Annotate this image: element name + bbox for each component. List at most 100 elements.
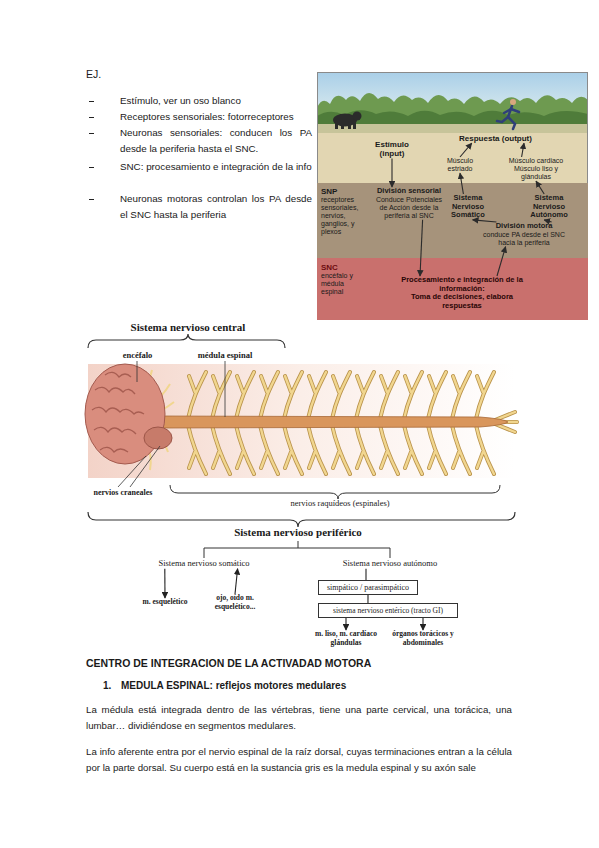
brain bbox=[85, 364, 165, 464]
node-heading: Músculo estriado bbox=[440, 157, 480, 173]
system-box: Sistema Nervioso Autónomo bbox=[525, 194, 573, 220]
connector-arrow bbox=[391, 158, 392, 187]
system-label: Sistema nervioso somático bbox=[148, 559, 260, 569]
target-label: m. esquelético bbox=[135, 598, 195, 607]
bullet-text: Estímulo, ver un oso blanco bbox=[120, 93, 312, 109]
node-heading: m. liso, m. cardíaco glándulas bbox=[306, 630, 386, 647]
section-heading: CENTRO DE INTEGRACION DE LA ACTIVADAD MO… bbox=[86, 657, 371, 670]
node-text: conduce PA desde el SNC hacia la perifer… bbox=[478, 231, 570, 247]
part-label: nervios craneales bbox=[84, 488, 162, 498]
body-paragraph: La info aferente entra por el nervio esp… bbox=[86, 744, 512, 776]
bear-leg bbox=[353, 122, 356, 129]
part-label: médula espinal bbox=[190, 350, 260, 360]
bullet-text: Neuronas motoras controlan los PA desde … bbox=[120, 191, 312, 223]
bullet-text: SNC: procesamiento e integración de la i… bbox=[120, 159, 312, 175]
part-label: encéfalo bbox=[110, 350, 165, 360]
node-heading: División motora bbox=[478, 222, 570, 231]
bear-leg bbox=[341, 123, 344, 129]
node-heading: sistema nervioso entérico (tracto GI) bbox=[319, 604, 457, 617]
pns-band: SNPreceptores sensoriales, nervios, gang… bbox=[317, 183, 588, 258]
subsystem-box: sistema nervioso entérico (tracto GI) bbox=[318, 603, 458, 618]
runner-figure bbox=[497, 106, 519, 129]
bullet-text: Neuronas sensoriales: conducen los PA de… bbox=[120, 125, 312, 157]
list-number: 1. bbox=[103, 680, 111, 692]
connector-arrow bbox=[345, 618, 346, 630]
runner-head bbox=[510, 99, 516, 105]
bullet-dash bbox=[89, 117, 94, 118]
node-text: Conduce Potenciales de Acción desde la p… bbox=[375, 196, 443, 220]
node-heading: ojo, oído m. esquelético... bbox=[200, 594, 270, 611]
forest bbox=[317, 93, 588, 127]
figure-heading: Sistema nervioso periférico bbox=[203, 526, 393, 539]
target-label: ojo, oído m. esquelético... bbox=[200, 594, 270, 611]
figure-frame bbox=[318, 73, 588, 320]
connector-arrow bbox=[473, 220, 497, 222]
bear-leg bbox=[335, 122, 338, 129]
processing-box: Procesamiento e integración de la inform… bbox=[392, 276, 532, 311]
ground bbox=[317, 124, 588, 133]
bear-head bbox=[353, 112, 362, 121]
node-heading: Respuesta (output) bbox=[448, 134, 543, 143]
example-heading: EJ. bbox=[86, 68, 101, 81]
leader-line bbox=[118, 446, 160, 487]
subsection-heading: MEDULA ESPINAL: reflejos motores medular… bbox=[121, 680, 346, 692]
division-box: División sensorialConduce Potenciales de… bbox=[375, 187, 443, 220]
bear-leg bbox=[348, 123, 351, 129]
target-label: órganos torácicos y abdominales bbox=[390, 630, 456, 647]
bear-figure bbox=[333, 112, 362, 130]
cns-band: SNCencéfalo y médula espinal Procesamient… bbox=[317, 258, 588, 320]
effector-label: Músculo cardiaco Músculo liso y glándula… bbox=[500, 157, 572, 181]
target-label: m. liso, m. cardíaco glándulas bbox=[306, 630, 386, 647]
spinal-cord bbox=[160, 416, 508, 428]
leader-line bbox=[137, 361, 225, 417]
bullet-dash bbox=[89, 199, 94, 200]
connector-arrow bbox=[235, 569, 238, 594]
division-box: División motoraconduce PA desde el SNC h… bbox=[478, 222, 570, 247]
node-heading: órganos torácicos y abdominales bbox=[390, 630, 456, 647]
runner-legs bbox=[497, 117, 515, 129]
brace bbox=[88, 334, 285, 348]
response-band bbox=[317, 133, 588, 183]
node-heading: Músculo cardiaco Músculo liso y glándula… bbox=[500, 157, 572, 181]
system-box: Sistema Nervioso Somático bbox=[445, 194, 491, 220]
node-text: Toma de decisiones, elabora respuestas bbox=[392, 293, 532, 310]
node-text: receptores sensoriales, nervios, ganglio… bbox=[321, 196, 369, 236]
node-heading: División sensorial bbox=[375, 187, 443, 196]
part-label: nervios raquídeos (espinales) bbox=[265, 498, 415, 508]
subsystem-box: simpático / parasimpático bbox=[318, 580, 418, 595]
connector-arrow bbox=[164, 569, 165, 598]
connector-arrow bbox=[522, 143, 524, 157]
output-label: Respuesta (output) bbox=[448, 134, 543, 143]
node-heading: Estímulo (input) bbox=[368, 140, 416, 158]
connector-arrow bbox=[460, 173, 463, 194]
bullet-dash bbox=[89, 101, 94, 102]
bullet-text: Receptores sensoriales: fotorreceptores bbox=[120, 109, 312, 125]
node-text: encéfalo y médula espinal bbox=[321, 272, 367, 296]
branch-line bbox=[204, 541, 390, 558]
brace bbox=[88, 512, 515, 527]
connector-arrow bbox=[420, 220, 423, 276]
cerebellum bbox=[144, 427, 172, 449]
connector-arrow bbox=[536, 181, 544, 194]
node-heading: SNC bbox=[321, 263, 588, 272]
bullet-dash bbox=[89, 133, 94, 134]
bullet-dash bbox=[89, 167, 94, 168]
input-label: Estímulo (input) bbox=[368, 140, 416, 158]
body-paragraph: La médula está integrada dentro de las v… bbox=[86, 702, 512, 734]
connector-arrow bbox=[460, 143, 472, 157]
node-heading: m. esquelético bbox=[135, 598, 195, 607]
node-heading: Sistema Nervioso Autónomo bbox=[525, 194, 573, 220]
node-heading: Sistema nervioso somático bbox=[148, 559, 260, 569]
node-heading: Sistema Nervioso Somático bbox=[445, 194, 491, 220]
connector-arrow bbox=[365, 569, 366, 580]
runner-arms bbox=[504, 109, 519, 113]
node-heading: Sistema nervioso autónomo bbox=[330, 559, 450, 569]
figure-heading: Sistema nervioso central bbox=[98, 321, 278, 334]
sky bbox=[317, 72, 588, 133]
system-label: Sistema nervioso autónomo bbox=[330, 559, 450, 569]
node-heading: Procesamiento e integración de la inform… bbox=[392, 276, 532, 293]
connector-arrow bbox=[422, 618, 423, 630]
brain-gyri bbox=[92, 372, 144, 452]
brace bbox=[170, 485, 500, 499]
